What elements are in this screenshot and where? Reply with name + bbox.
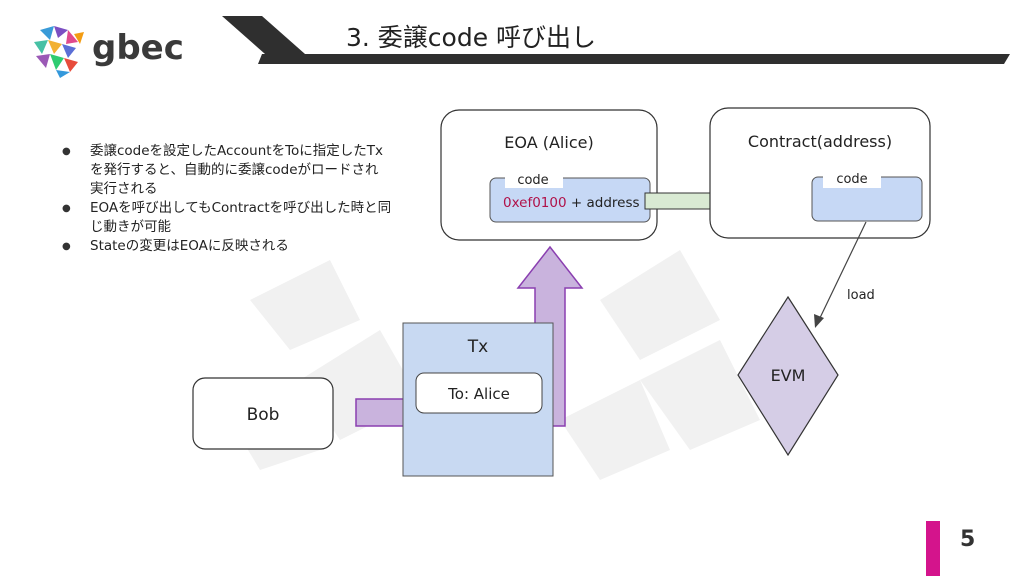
load-arrow-line xyxy=(817,221,867,323)
eoa-code-value: 0xef0100 + address xyxy=(503,195,640,211)
logo-text: gbec xyxy=(92,28,184,68)
eoa-title: EOA (Alice) xyxy=(504,133,593,152)
eoa-code-tab xyxy=(505,170,563,188)
load-arrow-head xyxy=(814,314,824,328)
eoa-code-suffix: + address xyxy=(567,195,640,211)
contract-title: Contract(address) xyxy=(748,132,892,151)
header-decoration xyxy=(222,16,1010,64)
tx-to-box xyxy=(415,372,543,414)
eoa-code-prefix: 0xef0100 xyxy=(503,195,567,211)
page-number-accent xyxy=(926,521,940,576)
page-number: 5 xyxy=(960,527,976,552)
bullet-item: 委譲codeを設定したAccountをToに指定したTxを発行すると、自動的に委… xyxy=(62,142,392,199)
tx-title: Tx xyxy=(467,337,488,357)
bob-label: Bob xyxy=(247,405,280,425)
bob-box xyxy=(192,377,334,450)
logo-mark-icon xyxy=(34,26,84,78)
header-underline-bar xyxy=(258,54,1010,64)
tx-to-label: To: Alice xyxy=(447,385,510,403)
contract-code-tab xyxy=(823,170,881,188)
header-slant-band xyxy=(222,16,305,54)
bullet-item: Stateの変更はEOAに反映される xyxy=(62,237,392,256)
bullet-item: EOAを呼び出してもContractを呼び出した時と同じ動きが可能 xyxy=(62,199,392,237)
logo: gbec xyxy=(28,22,208,78)
load-label: load xyxy=(847,288,875,303)
eoa-code-label: code xyxy=(517,173,548,188)
page-title: 3. 委譲code 呼び出し xyxy=(346,23,597,52)
evm-diamond xyxy=(737,295,839,457)
contract-code-label: code xyxy=(836,172,867,187)
evm-label: EVM xyxy=(771,366,806,385)
bullet-list: 委譲codeを設定したAccountをToに指定したTxを発行すると、自動的に委… xyxy=(62,142,392,256)
